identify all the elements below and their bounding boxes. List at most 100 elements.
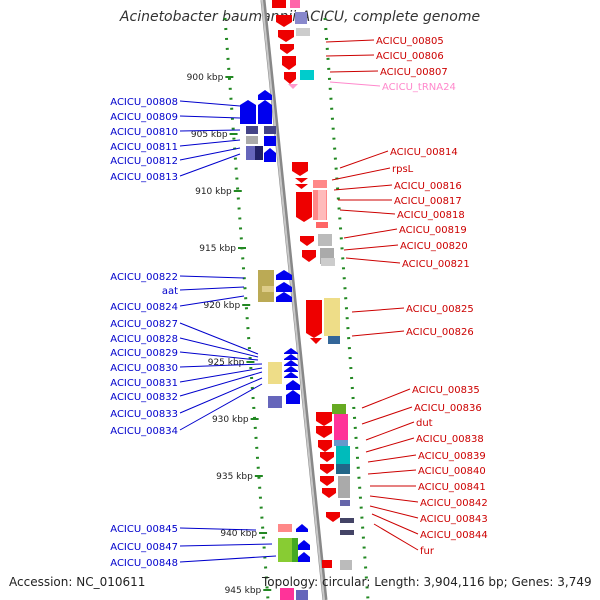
gene-label-right: ACICU_00840 (418, 466, 486, 477)
gene-label-left: ACICU_00809 (110, 112, 178, 123)
ruler-label: 925 kbp (208, 358, 245, 368)
gene-label-right: ACICU_00841 (418, 482, 486, 493)
leader-line (179, 147, 241, 161)
leader-line (179, 351, 259, 361)
gene-label-right: ACICU_tRNA24 (382, 82, 456, 93)
leader-line (179, 527, 257, 531)
label-leader-lines (179, 39, 419, 563)
gene-arrow (284, 354, 298, 360)
gene-arrow (292, 162, 308, 176)
gene-arrow (310, 338, 322, 344)
gene-label-right: ACICU_00838 (416, 434, 484, 445)
gene-block (264, 136, 276, 146)
gene-arrow (298, 540, 310, 550)
gene-block (340, 500, 350, 506)
gene-block (300, 70, 314, 80)
leader-line (179, 153, 241, 177)
leader-line (367, 454, 417, 463)
gene-label-right: ACICU_00807 (380, 67, 448, 78)
leader-line (343, 244, 399, 251)
leader-line (361, 406, 413, 425)
leader-line (329, 81, 381, 87)
gene-label-right: ACICU_00825 (406, 304, 474, 315)
gene-block (318, 234, 332, 246)
gene-block (340, 518, 354, 523)
gene-label-right: ACICU_00816 (394, 181, 462, 192)
leader-line (345, 257, 401, 264)
leader-line (179, 295, 245, 307)
gene-arrow (296, 192, 312, 222)
gene-block (334, 440, 348, 446)
gene-label-left: ACICU_00829 (110, 348, 178, 359)
gene-block (278, 538, 296, 562)
gene-arrow (284, 366, 298, 372)
gene-block (332, 404, 346, 414)
gene-label-right: ACICU_00818 (397, 210, 465, 221)
leader-line (179, 367, 263, 383)
gene-label-right: ACICU_00821 (402, 259, 470, 270)
gene-arrow (276, 15, 292, 27)
gene-block (295, 12, 307, 24)
gene-block (268, 396, 282, 408)
gene-label-left: ACICU_00822 (110, 272, 178, 283)
leader-line (373, 523, 419, 551)
gene-arrow (295, 178, 308, 183)
gene-block (313, 180, 327, 188)
left-gene-labels: ACICU_00808ACICU_00809ACICU_00810ACICU_0… (110, 97, 178, 569)
ruler-label: 915 kbp (199, 244, 236, 254)
ruler-label: 900 kbp (187, 73, 224, 83)
gene-label-left: ACICU_00808 (110, 97, 178, 108)
gene-block (296, 590, 308, 600)
gene-label-left: ACICU_00828 (110, 334, 178, 345)
leader-line (371, 513, 419, 535)
leader-line (179, 363, 263, 368)
leader-line (179, 377, 263, 414)
gene-block (316, 222, 328, 228)
leader-line (331, 167, 391, 181)
ruler-line (223, 17, 270, 600)
gene-block (246, 136, 258, 144)
gene-label-right: ACICU_00820 (400, 241, 468, 252)
gene-arrow (284, 348, 298, 354)
gene-arrow (316, 412, 332, 426)
gene-label-right: ACICU_00819 (399, 225, 467, 236)
gene-label-right: ACICU_00814 (390, 147, 458, 158)
gene-arrow (284, 72, 296, 84)
leader-line (179, 286, 245, 291)
leader-line (179, 337, 259, 358)
accession-text: Accession: NC_010611 (9, 575, 146, 589)
gene-label-right: ACICU_00844 (420, 530, 488, 541)
gene-label-left: ACICU_00830 (110, 363, 178, 374)
gene-block (268, 362, 282, 384)
gene-arrow (264, 148, 276, 162)
gene-arrow (295, 184, 308, 189)
gene-label-left: ACICU_00827 (110, 319, 178, 330)
gene-arrow (318, 440, 332, 452)
leader-line (369, 505, 419, 519)
gene-block (338, 476, 350, 488)
gene-label-right: ACICU_00836 (414, 403, 482, 414)
gene-arrow (258, 90, 272, 100)
leader-line (369, 495, 419, 503)
trna-feature (288, 84, 298, 89)
leader-line (179, 115, 241, 119)
gene-arrow (316, 426, 332, 438)
gene-label-left: ACICU_00813 (110, 172, 178, 183)
gene-arrow (286, 390, 300, 404)
leader-line (343, 228, 398, 239)
gene-arrow (326, 512, 340, 522)
ruler-label: 910 kbp (195, 187, 232, 197)
leader-line (333, 184, 393, 191)
ruler-label: 930 kbp (212, 415, 249, 425)
gene-arrow (280, 44, 294, 54)
gene-arrow (320, 452, 334, 462)
gene-arrow (320, 464, 334, 474)
gene-label-right: ACICU_00805 (376, 36, 444, 47)
gene-block (334, 414, 348, 440)
gene-label-left: ACICU_00845 (110, 524, 178, 535)
gene-label-left: ACICU_00847 (110, 542, 178, 553)
gene-arrow (258, 100, 272, 124)
gene-block (264, 126, 276, 134)
gene-arrow (300, 236, 314, 246)
